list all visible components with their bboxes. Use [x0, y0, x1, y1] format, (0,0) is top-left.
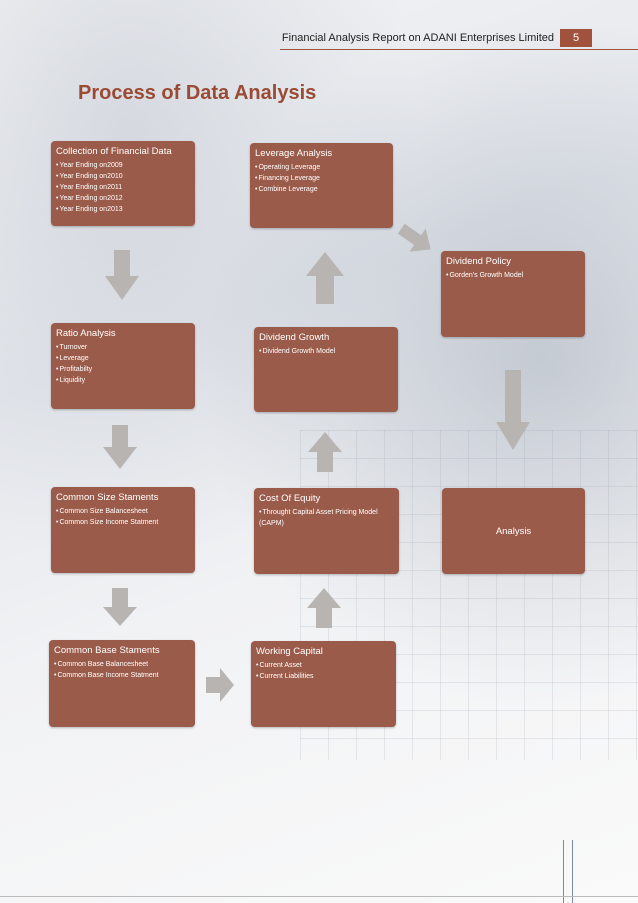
list-item: Turnover: [56, 342, 190, 353]
box-title: Working Capital: [256, 646, 323, 657]
down-arrow-icon: [105, 250, 139, 300]
down-arrow-icon: [103, 588, 137, 626]
box-item-list: Dividend Growth Model: [259, 346, 393, 357]
box-item-list: Throught Capital Asset Pricing Model (CA…: [259, 507, 394, 529]
list-item: Year Ending on2011: [56, 182, 190, 193]
list-item: Combine Leverage: [255, 184, 388, 195]
up-arrow-icon: [307, 588, 341, 628]
list-item: Dividend Growth Model: [259, 346, 393, 357]
box-item-list: Current Asset Current Liabilities: [256, 660, 391, 682]
box-item-list: Operating Leverage Financing Leverage Co…: [255, 162, 388, 195]
box-title: Collection of Financial Data: [56, 146, 172, 157]
list-item: Common Size Income Statment: [56, 517, 190, 528]
box-item-list: Turnover Leverage Profitabilty Liquidity: [56, 342, 190, 386]
box-title: Leverage Analysis: [255, 148, 333, 159]
box-title: Cost Of Equity: [259, 493, 321, 504]
list-item: Common Base Balancesheet: [54, 659, 190, 670]
right-arrow-icon: [206, 668, 234, 702]
header-rule: [280, 49, 638, 50]
box-title: Common Size Staments: [56, 492, 159, 503]
box-title: Dividend Growth: [259, 332, 330, 343]
list-item: Current Liabilities: [256, 671, 391, 682]
up-arrow-icon: [308, 432, 342, 472]
down-arrow-icon: [103, 425, 137, 469]
list-item: Current Asset: [256, 660, 391, 671]
list-item: Year Ending on2010: [56, 171, 190, 182]
box-item-list: Common Base Balancesheet Common Base Inc…: [54, 659, 190, 681]
box-title: Analysis: [495, 525, 532, 537]
page-title: Process of Data Analysis: [78, 82, 317, 104]
box-dividend-growth: Dividend Growth Dividend Growth Model: [254, 327, 398, 412]
list-item: Throught Capital Asset Pricing Model (CA…: [259, 507, 394, 529]
footer-decoration: [563, 840, 573, 903]
list-item: Liquidity: [56, 375, 190, 386]
box-working-capital: Working Capital Current Asset Current Li…: [251, 641, 396, 727]
list-item: Year Ending on2009: [56, 160, 190, 171]
box-analysis: Analysis: [442, 488, 585, 574]
box-common-base-staments: Common Base Staments Common Base Balance…: [49, 640, 195, 727]
list-item: Common Size Balancesheet: [56, 506, 190, 517]
box-cost-of-equity: Cost Of Equity Throught Capital Asset Pr…: [254, 488, 399, 574]
list-item: Financing Leverage: [255, 173, 388, 184]
list-item: Operating Leverage: [255, 162, 388, 173]
page-number: 5: [560, 29, 592, 47]
box-title: Ratio Analysis: [56, 328, 116, 339]
down-arrow-icon: [496, 370, 530, 450]
box-item-list: Gorden's Growth Model: [446, 270, 580, 281]
list-item: Leverage: [56, 353, 190, 364]
list-item: Year Ending on2012: [56, 193, 190, 204]
up-arrow-icon: [306, 252, 344, 304]
header-title: Financial Analysis Report on ADANI Enter…: [281, 32, 554, 44]
list-item: Common Base Income Statment: [54, 670, 190, 681]
box-title: Dividend Policy: [446, 256, 511, 267]
list-item: Profitabilty: [56, 364, 190, 375]
diagonal-arrow-icon: [397, 223, 431, 252]
box-common-size-staments: Common Size Staments Common Size Balance…: [51, 487, 195, 573]
box-collection-of-financial-data: Collection of Financial Data Year Ending…: [51, 141, 195, 226]
box-item-list: Year Ending on2009 Year Ending on2010 Ye…: [56, 160, 190, 215]
list-item: Year Ending on2013: [56, 204, 190, 215]
box-leverage-analysis: Leverage Analysis Operating Leverage Fin…: [250, 143, 393, 228]
box-item-list: Common Size Balancesheet Common Size Inc…: [56, 506, 190, 528]
box-ratio-analysis: Ratio Analysis Turnover Leverage Profita…: [51, 323, 195, 409]
box-dividend-policy: Dividend Policy Gorden's Growth Model: [441, 251, 585, 337]
box-title: Common Base Staments: [54, 645, 160, 656]
list-item: Gorden's Growth Model: [446, 270, 580, 281]
footer-rule: [0, 896, 638, 897]
